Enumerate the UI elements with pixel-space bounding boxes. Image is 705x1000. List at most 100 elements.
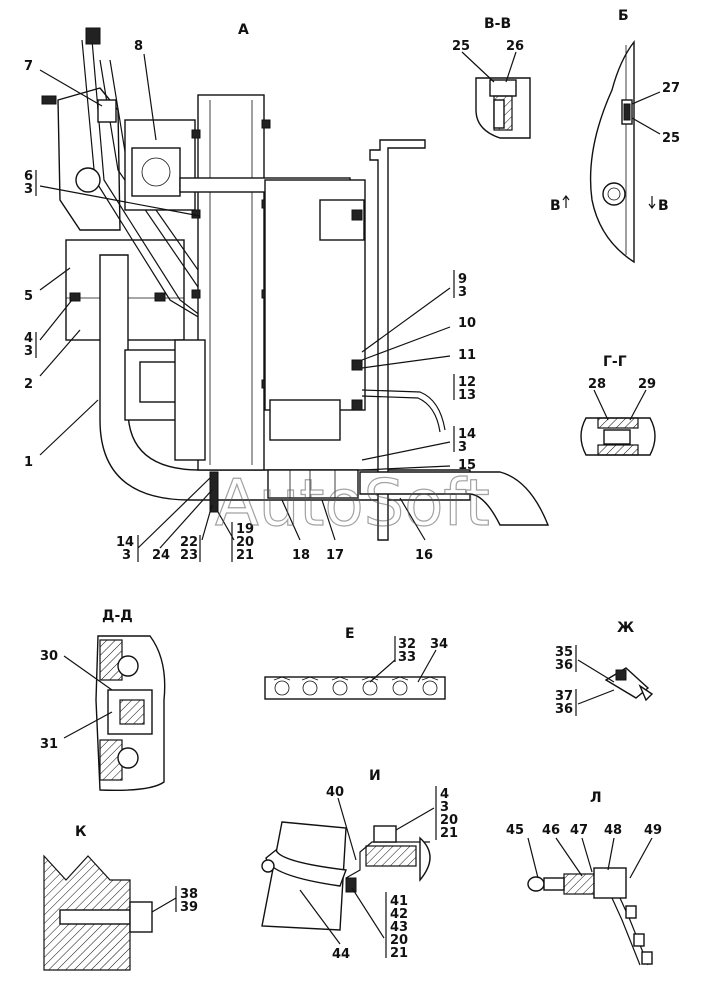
callout-25-b: 25 [662,131,680,146]
svg-text:3: 3 [458,285,467,300]
svg-text:35: 35 [555,645,573,660]
view-dd: Д-Д 30 31 [40,608,166,791]
callout-stack-22-23: 22 23 [180,535,201,563]
callout-26: 26 [506,39,524,54]
svg-text:4: 4 [24,331,33,346]
view-zh: Ж 35 36 37 36 [555,620,654,717]
callout-25-vv: 25 [452,39,470,54]
svg-text:20: 20 [236,535,254,550]
svg-text:В: В [550,198,561,214]
svg-text:3: 3 [24,182,33,197]
callout-16: 16 [415,548,433,563]
svg-text:В: В [658,198,669,214]
svg-text:3: 3 [24,344,33,359]
callout-7: 7 [24,59,33,74]
callout-stack-4-3: 4 3 [24,331,37,359]
callout-17: 17 [326,548,344,563]
view-k-title: К [75,824,87,840]
callout-34: 34 [430,637,448,652]
callout-10: 10 [458,316,476,331]
svg-text:23: 23 [180,548,198,563]
callout-28: 28 [588,377,606,392]
callout-45: 45 [506,823,524,838]
callout-stack-6-3: 6 3 [24,169,37,197]
ball-joint [527,876,545,892]
callout-40: 40 [326,785,344,800]
section-mark-right: В [648,196,669,214]
callout-1: 1 [24,455,33,470]
view-l: Л 45 46 47 48 49 [506,790,662,966]
svg-text:39: 39 [180,900,198,915]
callout-30: 30 [40,649,58,664]
callout-48: 48 [604,823,622,838]
view-i: И 40 44 4 3 20 21 41 42 43 20 21 [261,768,458,962]
cover-plate [589,39,635,264]
view-b-title: Б [618,8,629,24]
exhaust-outlet [359,471,550,526]
callout-46: 46 [542,823,560,838]
callout-15: 15 [458,458,476,473]
view-e-title: Е [345,626,355,642]
view-e: Е 32 33 34 [264,626,448,700]
flywheel-housing [197,94,265,471]
section-mark-left: В [550,195,570,214]
view-a-title: А [238,22,249,38]
svg-text:41: 41 [390,894,408,909]
svg-text:22: 22 [180,535,198,550]
fitting [604,667,650,699]
callout-24: 24 [152,548,170,563]
watermark: AutoSoft [215,467,490,541]
svg-text:14: 14 [116,535,134,550]
callout-49: 49 [644,823,662,838]
callout-stack-14-3-right: 14 3 [453,426,476,455]
callout-8: 8 [134,39,143,54]
svg-text:3: 3 [122,548,131,563]
callout-stack-19-20-21: 19 20 21 [231,522,254,563]
view-a: А [24,22,550,563]
svg-text:4: 4 [440,787,449,802]
svg-text:21: 21 [440,826,458,841]
svg-text:12: 12 [458,375,476,390]
svg-text:3: 3 [440,800,449,815]
callout-stack-38-39: 38 39 [175,886,198,915]
callout-11: 11 [458,348,476,363]
view-b: Б 27 25 В В [550,8,680,264]
svg-text:21: 21 [236,548,254,563]
view-zh-title: Ж [617,620,634,636]
callout-stack-37-36: 37 36 [555,689,577,717]
svg-text:36: 36 [555,658,573,673]
view-dd-title: Д-Д [102,608,133,624]
svg-text:19: 19 [236,522,254,537]
svg-text:20: 20 [440,813,458,828]
svg-text:13: 13 [458,388,476,403]
callout-31: 31 [40,737,58,752]
svg-text:38: 38 [180,887,198,902]
callout-2: 2 [24,377,33,392]
svg-text:9: 9 [458,272,467,287]
svg-text:36: 36 [555,702,573,717]
callout-44: 44 [332,947,350,962]
callout-stack-4-3-20-21: 4 3 20 21 [435,786,458,841]
svg-text:33: 33 [398,650,416,665]
callout-stack-12-13: 12 13 [453,374,476,403]
view-vv-title: В-В [484,16,511,32]
svg-text:20: 20 [390,933,408,948]
callout-stack-14-3-left: 14 3 [116,535,139,563]
svg-text:3: 3 [458,440,467,455]
svg-text:32: 32 [398,637,416,652]
callout-stack-32-33: 32 33 [394,636,416,665]
svg-text:42: 42 [390,907,408,922]
view-vv: В-В 25 26 [452,16,531,139]
svg-text:43: 43 [390,920,408,935]
view-k: К 38 39 [43,824,198,971]
view-i-title: И [369,768,381,784]
callout-29: 29 [638,377,656,392]
svg-text:14: 14 [458,427,476,442]
callout-stack-35-36: 35 36 [555,645,577,673]
callout-stack-41-42-43-20-21: 41 42 43 20 21 [385,892,408,961]
view-l-title: Л [590,790,602,806]
callout-47: 47 [570,823,588,838]
svg-text:21: 21 [390,946,408,961]
callout-27: 27 [662,81,680,96]
